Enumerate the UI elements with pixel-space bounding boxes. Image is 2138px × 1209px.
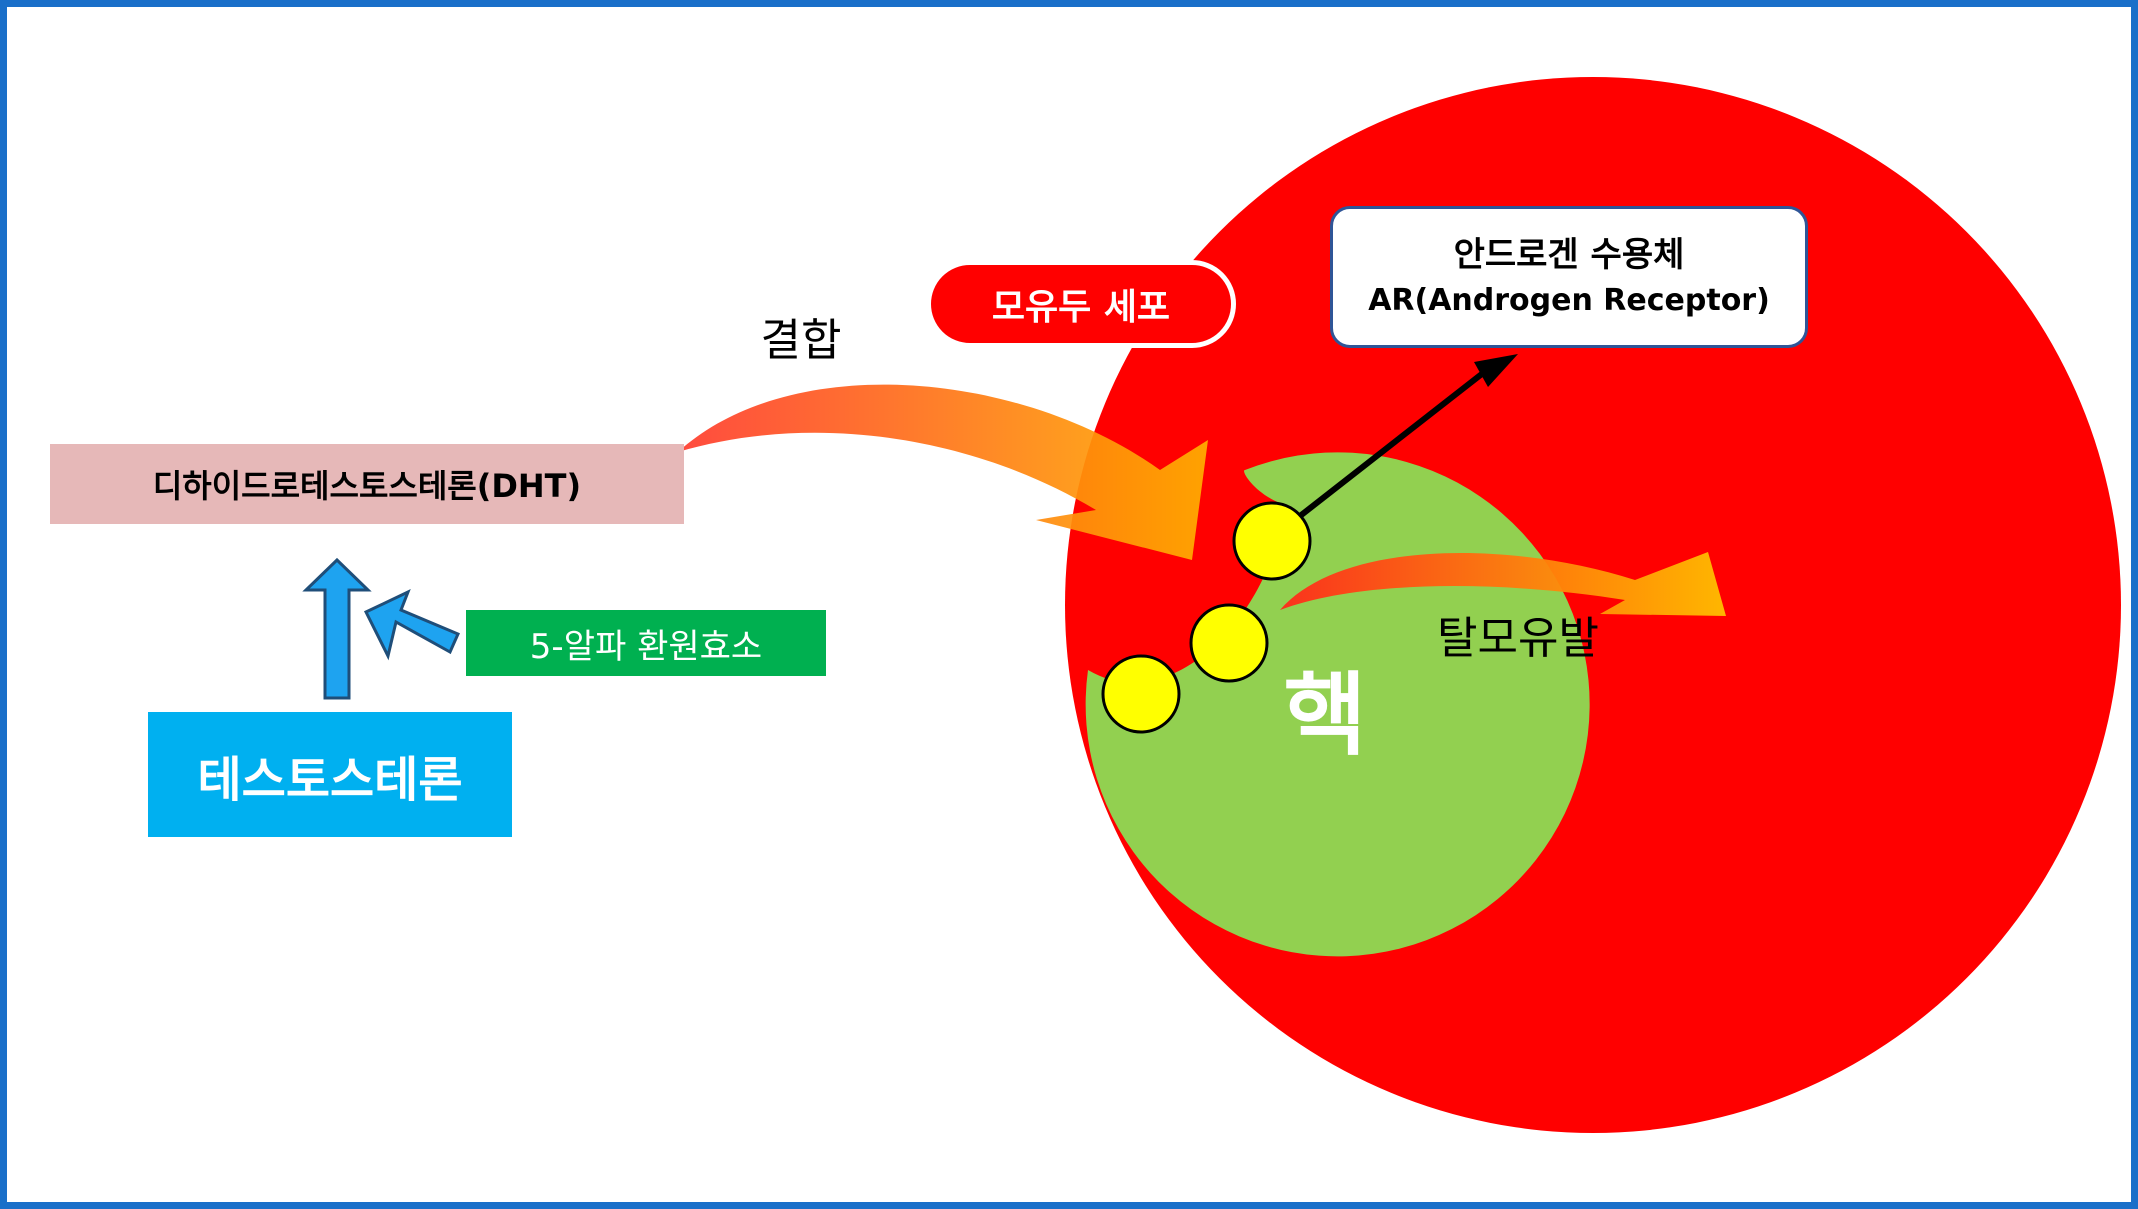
receptor-dot <box>1189 603 1269 683</box>
receptor-callout: 안드로겐 수용체 AR(Androgen Receptor) <box>1330 206 1808 348</box>
hair-loss-label: 탈모유발 <box>1437 613 1599 664</box>
receptor-dot <box>1101 654 1181 734</box>
nucleus-label: 핵 <box>1283 663 1367 768</box>
hair-cell-pill: 모유두 세포 <box>926 260 1236 348</box>
testosterone-label: 테스토스테론 <box>197 751 463 808</box>
receptor-pointer-arrow <box>1298 354 1518 519</box>
hair-loss-arrow <box>1280 552 1726 616</box>
receptor-title-ko: 안드로겐 수용체 <box>1453 235 1685 275</box>
hair-cell-label: 모유두 세포 <box>991 287 1171 328</box>
dht-label: 디하이드로테스토스테론(DHT) <box>152 467 582 505</box>
dht-label-box: 디하이드로테스토스테론(DHT) <box>50 444 684 524</box>
binding-label: 결합 <box>760 315 842 366</box>
receptor-title-en: AR(Androgen Receptor) <box>1368 283 1770 318</box>
testosterone-box: 테스토스테론 <box>148 712 512 837</box>
diagonal-arrow-icon <box>363 589 460 661</box>
up-arrow-icon <box>302 557 372 700</box>
enzyme-box: 5-알파 환원효소 <box>466 610 826 676</box>
enzyme-label: 5-알파 환원효소 <box>529 626 763 667</box>
binding-arrow <box>678 384 1208 560</box>
receptor-dot <box>1232 501 1312 581</box>
